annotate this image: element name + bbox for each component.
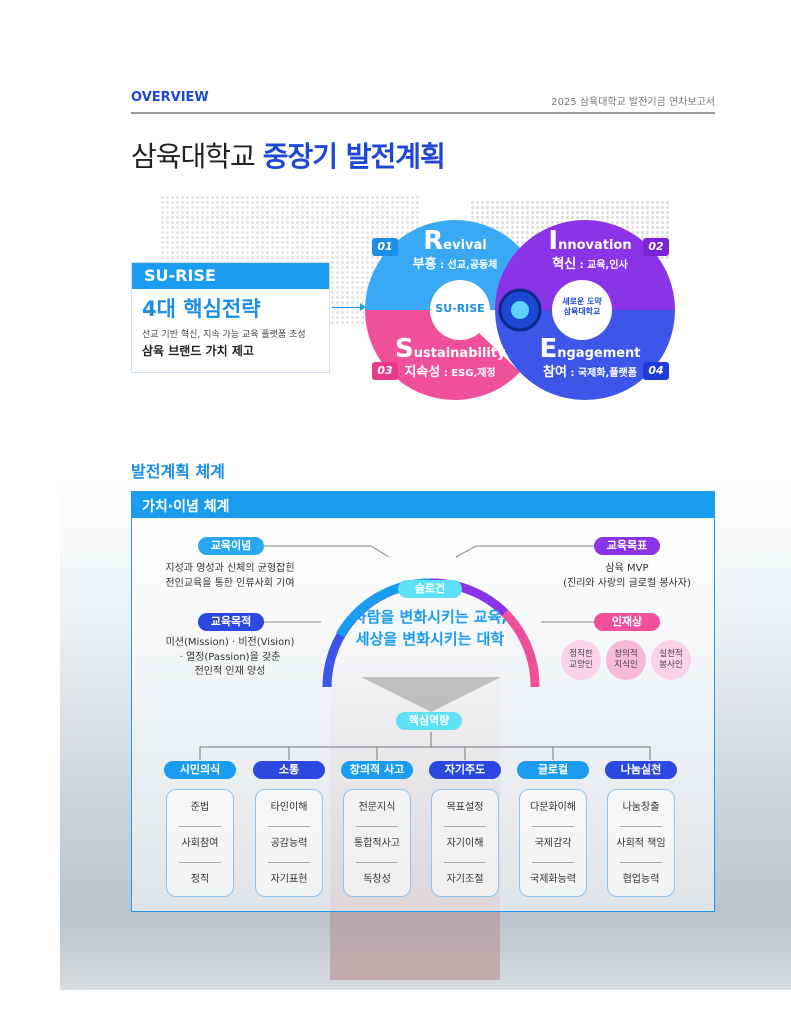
competency-item: 자기조절 xyxy=(432,862,498,898)
competency-item: 타인이해 xyxy=(270,802,308,813)
competency-item: 자기표현 xyxy=(256,862,322,898)
strategy-title: 4대 핵심전략 xyxy=(142,297,261,321)
competency-item: 사회적 책임 xyxy=(608,826,674,862)
competency-item: 국제화능력 xyxy=(520,862,586,898)
strategy-bold: 삼육 브랜드 가치 제고 xyxy=(142,344,254,358)
goal-text: 삼육 MVP(진리와 사랑의 글로컬 봉사자) xyxy=(563,563,691,589)
strategy-header: SU-RISE xyxy=(132,263,329,289)
competency-item: 협업능력 xyxy=(608,862,674,898)
goal-label: 교육목표 xyxy=(594,537,660,555)
competency-item: 목표설정 xyxy=(446,802,484,813)
competency-item: 전문지식 xyxy=(358,802,396,813)
competency-item: 공감능력 xyxy=(256,826,322,862)
competency-label: 시민의식 xyxy=(164,761,236,779)
section-title: 발전계획 체계 xyxy=(131,462,225,481)
competency-item: 준법 xyxy=(190,802,210,813)
badge-01: 01 xyxy=(372,238,398,256)
su-rise-diagram xyxy=(365,220,675,400)
label-revival: Revival 부흥 : 선교,공동체 xyxy=(412,226,498,273)
label-sustainability: Sustainability 지속성 : ESG,재정 xyxy=(395,334,506,381)
competency-label: 글로컬 xyxy=(517,761,589,779)
slogan-text: 사람을 변화시키는 교육,세상을 변화시키는 대학 xyxy=(352,608,508,648)
quadrant-innovation xyxy=(585,220,675,310)
strategy-subtitle: 선교 기반 혁신, 지속 가능 교육 플랫폼 조성 xyxy=(142,330,306,340)
competency-item: 통합적사고 xyxy=(344,826,410,862)
badge-04: 04 xyxy=(643,362,669,380)
purpose-label: 교육목적 xyxy=(198,613,264,631)
competency-label: 자기주도 xyxy=(429,761,501,779)
competency-item: 자기이해 xyxy=(432,826,498,862)
page-title: 삼육대학교 중장기 발전계획 xyxy=(131,135,446,175)
core-competency-label: 핵심역량 xyxy=(396,712,462,730)
title-highlight: 중장기 발전계획 xyxy=(262,140,446,173)
arrow-icon xyxy=(332,303,366,311)
competency-item: 다문화이해 xyxy=(530,802,576,813)
label-innovation: Innovation 혁신 : 교육,인사 xyxy=(548,226,632,273)
quadrant-sustainability xyxy=(365,310,455,400)
competency-item: 국제감각 xyxy=(520,826,586,862)
slogan-label: 슬로건 xyxy=(398,580,462,598)
competency-label: 소통 xyxy=(253,761,325,779)
down-arrow xyxy=(361,677,501,712)
section-label: OVERVIEW xyxy=(131,90,209,105)
report-title: 2025 삼육대학교 발전기금 연차보고서 xyxy=(551,97,715,108)
center-su-rise: SU-RISE xyxy=(435,302,485,315)
talent-label: 인재상 xyxy=(594,613,660,631)
competency-item: 나눔창출 xyxy=(622,802,660,813)
competency-item: 사회참여 xyxy=(167,826,233,862)
strategy-box: SU-RISE 4대 핵심전략 선교 기반 혁신, 지속 가능 교육 플랫폼 조… xyxy=(131,262,330,373)
competency-label: 나눔실천 xyxy=(605,761,677,779)
label-engagement: Engagement 참여 : 국제화,플랫폼 xyxy=(539,334,641,381)
quadrant-engagement xyxy=(585,310,675,400)
competency-item: 독창성 xyxy=(344,862,410,898)
competency-label: 창의적 사고 xyxy=(341,761,413,779)
philosophy-label: 교육이념 xyxy=(198,537,264,555)
purpose-text: 미션(Mission) · 비전(Vision)· 열정(Passion)을 갖… xyxy=(165,637,295,677)
panel-header: 가치·이념 체계 xyxy=(132,492,714,518)
title-normal: 삼육대학교 xyxy=(131,140,256,173)
competency-item: 정직 xyxy=(167,862,233,898)
badge-03: 03 xyxy=(372,362,398,380)
arc-pink xyxy=(501,609,540,688)
header-divider xyxy=(131,112,715,114)
quadrant-revival xyxy=(365,220,455,310)
badge-02: 02 xyxy=(643,238,669,256)
